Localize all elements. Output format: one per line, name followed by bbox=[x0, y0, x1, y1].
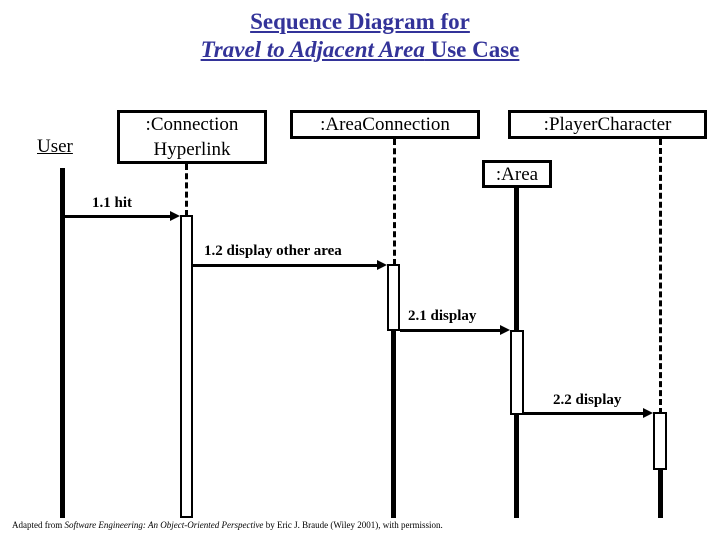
lifeline-areaconnection-tail bbox=[391, 330, 396, 518]
participant-head-connectionhyperlink[interactable]: :Connection Hyperlink bbox=[117, 110, 267, 164]
message-arrowhead-2-2 bbox=[643, 408, 653, 418]
title-usecase-suffix: Use Case bbox=[424, 37, 520, 62]
title-usecase-name: Travel to Adjacent Area bbox=[200, 37, 425, 62]
message-arrowhead-1-2 bbox=[377, 260, 387, 270]
participant-head-user[interactable]: User bbox=[37, 136, 73, 158]
participant-label-area: :Area bbox=[495, 163, 539, 185]
participant-head-areaconnection[interactable]: :AreaConnection bbox=[290, 110, 480, 139]
lifeline-area bbox=[514, 187, 519, 332]
diagram-title: Sequence Diagram for Travel to Adjacent … bbox=[0, 8, 720, 64]
footer-suffix: by Eric J. Braude (Wiley 2001), with per… bbox=[263, 520, 443, 530]
participant-label-connectionhyperlink-line2: Hyperlink bbox=[153, 139, 231, 160]
message-label-2-2: 2.2 display bbox=[553, 392, 622, 408]
title-line-2: Travel to Adjacent Area Use Case bbox=[0, 36, 720, 64]
activation-area bbox=[510, 330, 524, 415]
lifeline-playercharacter bbox=[659, 139, 662, 414]
participant-label-connectionhyperlink-line1: :Connection bbox=[145, 114, 239, 135]
message-line-2-2 bbox=[524, 412, 645, 415]
title-line-1-text: Sequence Diagram for bbox=[250, 9, 470, 34]
message-line-1-1 bbox=[62, 215, 172, 218]
lifeline-areaconnection bbox=[393, 139, 396, 265]
lifeline-playercharacter-tail bbox=[658, 469, 663, 518]
attribution-footer: Adapted from Software Engineering: An Ob… bbox=[12, 519, 443, 531]
footer-prefix: Adapted from bbox=[12, 520, 65, 530]
lifeline-area-tail bbox=[514, 414, 519, 518]
title-line-1: Sequence Diagram for bbox=[0, 8, 720, 36]
lifeline-user bbox=[60, 168, 65, 518]
activation-areaconnection bbox=[387, 264, 400, 331]
activation-connectionhyperlink bbox=[180, 215, 193, 518]
message-arrowhead-2-1 bbox=[500, 325, 510, 335]
footer-work-title: Software Engineering: An Object-Oriented… bbox=[64, 520, 264, 530]
message-line-2-1 bbox=[400, 329, 502, 332]
message-label-1-1: 1.1 hit bbox=[92, 195, 133, 211]
participant-head-playercharacter[interactable]: :PlayerCharacter bbox=[508, 110, 707, 139]
participant-label-playercharacter: :PlayerCharacter bbox=[543, 114, 672, 135]
participant-label-user: User bbox=[37, 136, 73, 157]
message-line-1-2 bbox=[193, 264, 379, 267]
message-label-2-1: 2.1 display bbox=[408, 308, 477, 324]
message-label-1-2: 1.2 display other area bbox=[204, 243, 342, 259]
activation-playercharacter bbox=[653, 412, 667, 470]
lifeline-connectionhyperlink bbox=[185, 164, 188, 216]
participant-label-areaconnection: :AreaConnection bbox=[320, 114, 450, 135]
participant-head-area[interactable]: :Area bbox=[482, 160, 552, 188]
message-arrowhead-1-1 bbox=[170, 211, 180, 221]
